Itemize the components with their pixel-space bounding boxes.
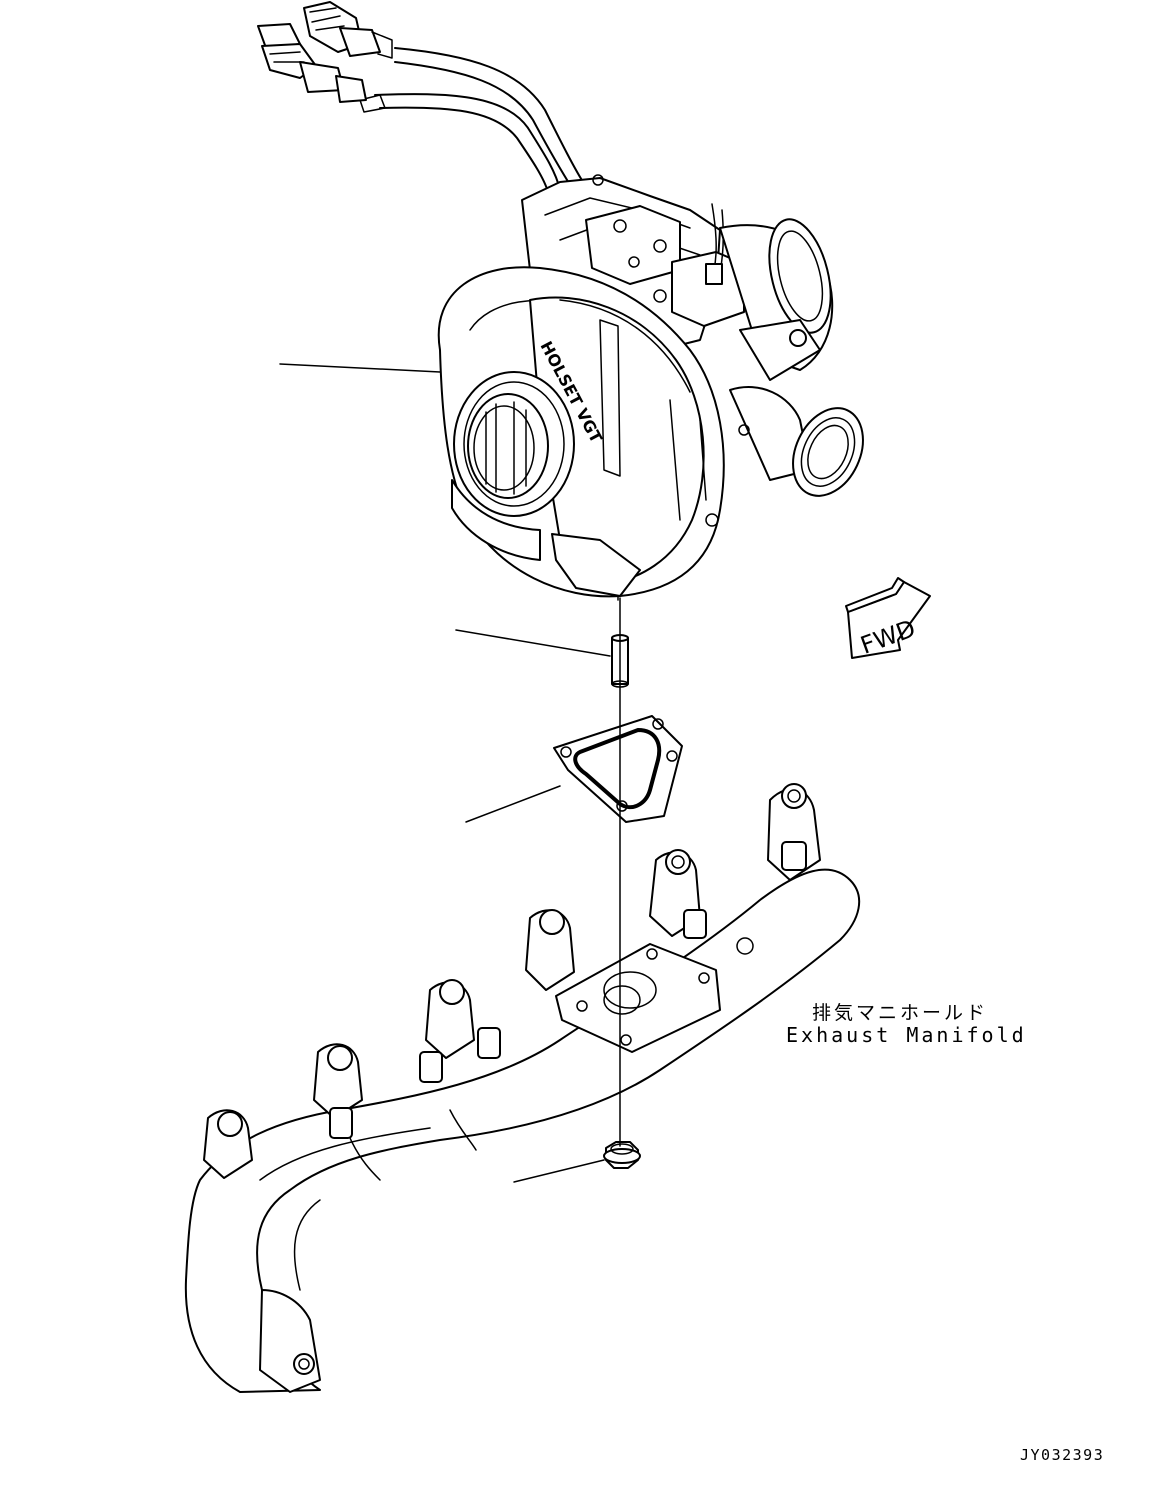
flange-nut <box>604 1142 640 1168</box>
leader-turbocharger <box>280 364 440 372</box>
vgt-actuator <box>522 175 744 350</box>
exhaust-manifold <box>186 784 859 1392</box>
connector-upper <box>304 2 392 58</box>
exhaust-manifold-label-en: Exhaust Manifold <box>786 1023 1027 1047</box>
turbocharger: HOLSET VGT <box>439 175 877 600</box>
leader-flange-nut <box>514 1160 604 1182</box>
exhaust-manifold-label-jp: 排気マニホールド <box>812 1002 989 1024</box>
connector-lower <box>258 24 366 102</box>
leader-lines <box>280 364 610 1182</box>
compressor-inlet <box>454 372 574 516</box>
turbine-housing <box>720 213 876 507</box>
leader-stud-pin <box>456 630 610 656</box>
fwd-direction-arrow: FWD <box>846 578 930 660</box>
leader-gasket <box>466 786 560 822</box>
turbo-gasket <box>554 716 682 822</box>
sensor-wiring-harness <box>360 48 585 192</box>
drawing-number: JY032393 <box>1020 1446 1105 1464</box>
